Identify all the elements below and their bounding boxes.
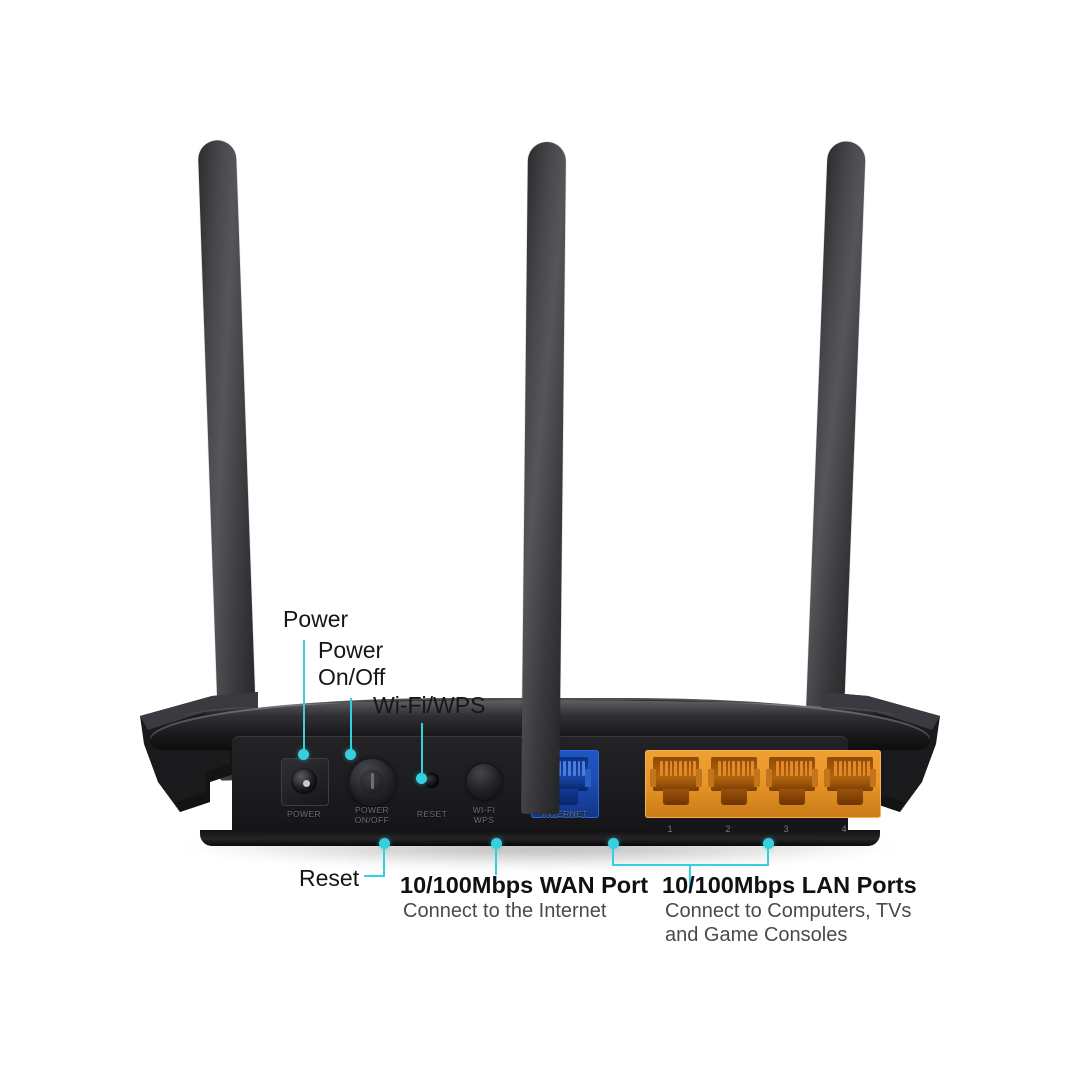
wan-port-clip-right — [585, 769, 591, 787]
callout-line-lan-stem — [689, 864, 691, 888]
lan-port-3[interactable] — [766, 757, 818, 811]
wifi-wps-button[interactable] — [465, 762, 503, 800]
callout-label-wifi-wps: Wi-Fi/WPS — [373, 692, 486, 718]
callout-line-wifi-wps — [421, 723, 423, 779]
antenna-left — [197, 139, 258, 781]
antenna-center — [521, 141, 567, 815]
router-base-strip — [200, 830, 880, 846]
lan-port-block[interactable] — [645, 750, 881, 818]
silk-power: POWER — [286, 809, 322, 819]
lan-port-1[interactable] — [650, 757, 702, 811]
callout-title-lan: 10/100Mbps LAN Ports — [662, 872, 917, 898]
callout-dot-power — [298, 749, 309, 760]
callout-dot-power-on-off — [345, 749, 356, 760]
callout-line-power — [303, 640, 305, 755]
callout-subtitle-lan: Connect to Computers, TVs and Game Conso… — [665, 900, 912, 946]
silk-power-on-off: POWER ON/OFF — [354, 805, 390, 825]
silk-internet: INTERNET — [542, 809, 588, 819]
callout-line-lan-left — [612, 843, 614, 865]
callout-line-reset-vertical — [383, 843, 385, 876]
callout-label-power-on-off: Power On/Off — [318, 637, 386, 690]
callout-label-power: Power — [283, 606, 349, 632]
callout-title-wan: 10/100Mbps WAN Port — [400, 872, 649, 898]
lan-number-3: 3 — [783, 824, 789, 834]
silk-wifi-wps: WI-FI WPS — [472, 805, 496, 825]
lan-port-2[interactable] — [708, 757, 760, 811]
reset-button[interactable] — [424, 773, 439, 788]
callout-subtitle-wan: Connect to the Internet — [403, 900, 607, 922]
power-on-off-button[interactable] — [347, 756, 397, 806]
lan-number-2: 2 — [725, 824, 731, 834]
callout-dot-wifi-wps — [416, 773, 427, 784]
lan-number-4: 4 — [841, 824, 847, 834]
silk-reset: RESET — [416, 809, 448, 819]
power-jack[interactable] — [281, 758, 329, 806]
callout-line-lan-right — [767, 843, 769, 865]
power-symbol-icon — [370, 773, 374, 789]
lan-number-1: 1 — [667, 824, 673, 834]
callout-line-power-on-off — [350, 698, 352, 755]
power-jack-pin — [303, 780, 310, 787]
callout-label-reset: Reset — [299, 865, 360, 891]
lan-port-4[interactable] — [824, 757, 876, 811]
callout-line-wan — [495, 843, 497, 875]
router-drop-shadow — [180, 842, 900, 868]
callout-line-reset-horizontal — [364, 875, 385, 877]
